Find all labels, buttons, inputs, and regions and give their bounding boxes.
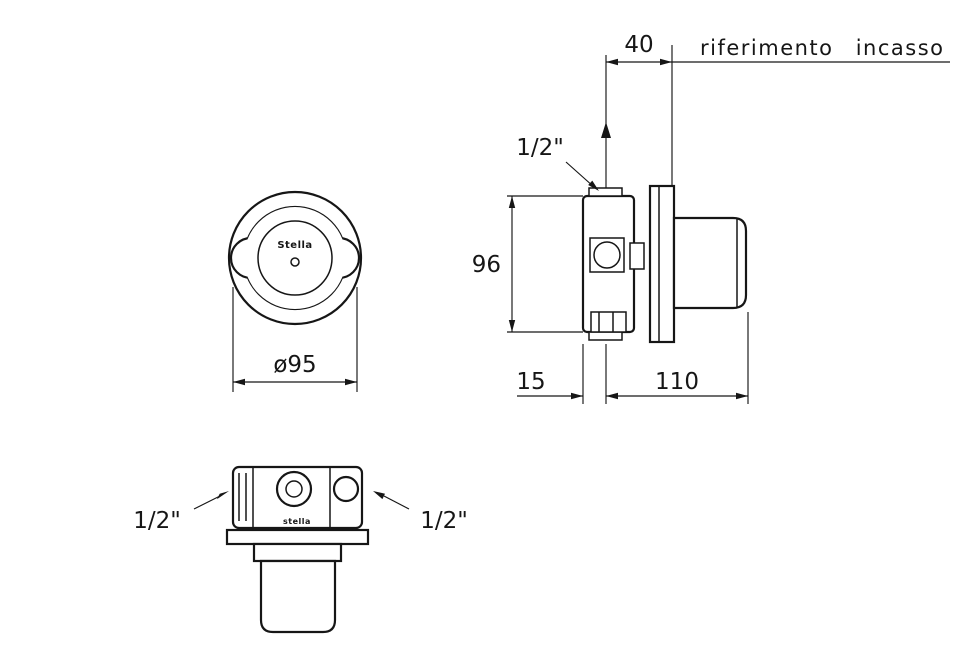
reference-note-label: riferimento incasso [700,36,944,60]
top-port [588,187,623,197]
leader-arrowhead [216,491,229,500]
brand-label: Stella [277,240,312,251]
arrowhead-right [660,58,672,66]
body-step [252,542,343,563]
inlet-right-label: 1/2" [420,508,468,534]
front-view: Stella [227,190,363,326]
top-view-labels: 1/2" 1/2" [133,491,468,534]
arrowhead-up [508,196,516,208]
escutcheon-outer-circle [227,190,363,326]
flange-plate [225,528,370,546]
inlet-top-label: 1/2" [516,135,564,161]
handle-knob [672,216,748,310]
leader-arrowhead [373,491,385,500]
handle-stem-inner-circle [285,480,303,498]
leader-line [565,161,595,188]
arrowhead-right [736,392,748,400]
arrowhead-left [606,392,618,400]
leader-line [383,495,410,510]
arrowhead-left [233,378,245,386]
body-cup [259,559,337,634]
arrowhead-left [606,58,618,66]
dim-height-label: 96 [472,252,501,278]
inlet-left-label: 1/2" [133,508,181,534]
side-view-dimensions: 96 40 riferimento incasso 1/2" 15 110 [472,32,950,404]
arrowhead-right [345,378,357,386]
cartridge-circle [593,241,621,269]
screw-dot [290,257,300,267]
dim-wall-offset-label: 15 [516,369,545,395]
top-view: stella [225,465,370,634]
arrowhead-right [571,392,583,400]
wall-plate [648,184,676,344]
brand-label-small: stella [283,517,311,526]
dim-diameter-label: ø95 [273,352,316,378]
front-view-dimension: ø95 [232,287,358,392]
dim-top-width-label: 40 [624,32,653,58]
valve-stem [629,242,645,270]
diverter-circle [332,475,360,503]
leader-line [193,495,221,510]
side-view [581,184,748,344]
arrowhead-down [508,320,516,332]
flow-arrowhead-up [601,122,611,138]
bottom-port [588,331,623,341]
leader-arrowhead [588,180,599,191]
bottom-fitting [590,311,627,333]
dim-depth-label: 110 [655,369,699,395]
